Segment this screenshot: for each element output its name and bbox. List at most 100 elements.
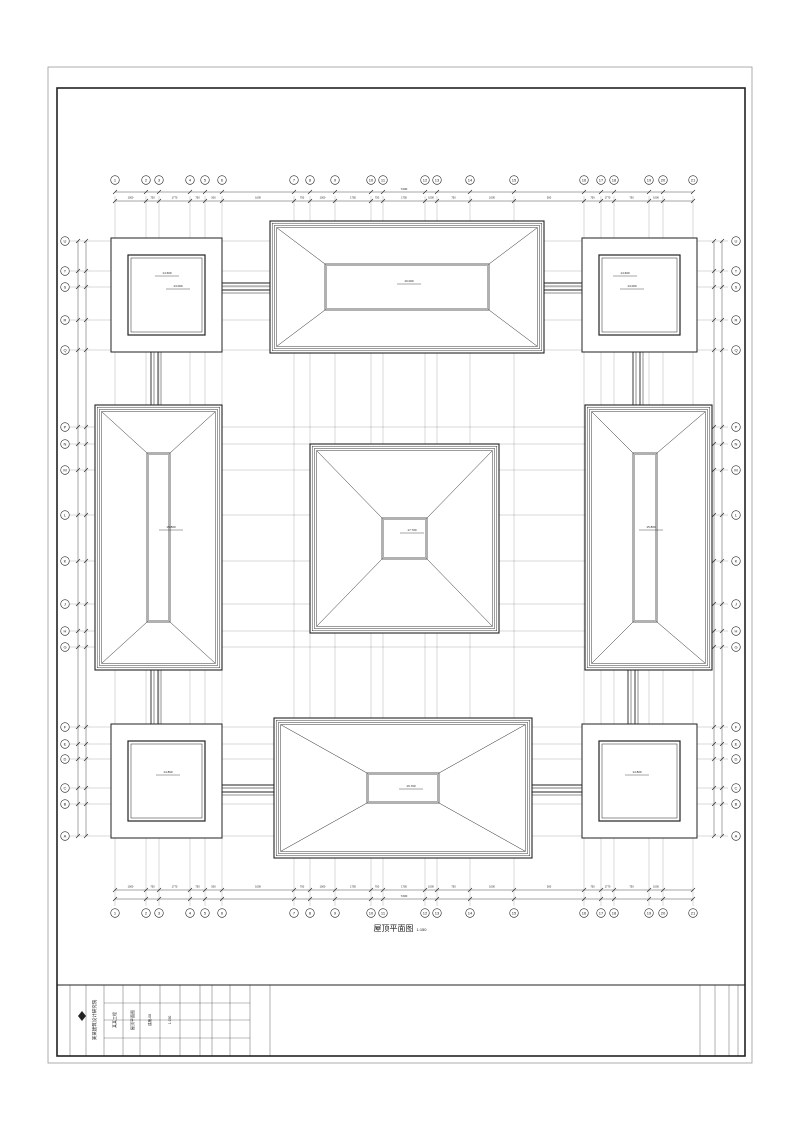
chain-dimension-top: 1000	[255, 196, 261, 200]
elevation-value: 13.000	[627, 284, 637, 288]
dimension-tick	[187, 887, 193, 893]
north-hall-eave	[269, 220, 545, 354]
dimension-tick	[719, 424, 725, 430]
title-project: 某某工程	[111, 1012, 117, 1028]
dimension-tick	[690, 198, 696, 204]
grid-bubble-col	[658, 175, 668, 185]
dimension-tick	[660, 887, 666, 893]
grid-bubble-row-label: M	[734, 467, 737, 472]
grid-bubble-row	[731, 783, 741, 793]
grid-bubble-col-label: 15	[512, 177, 517, 182]
dimension-tick	[719, 833, 725, 839]
grid-bubbles: 1122334455667788991010111112121313141415…	[60, 175, 741, 918]
dimension-tick	[711, 317, 717, 323]
grid-bubble-row-label: B	[64, 801, 67, 806]
dimension-tick	[156, 198, 162, 204]
dimension-tick	[75, 741, 81, 747]
dimension-tick	[711, 741, 717, 747]
dimension-tick	[143, 198, 149, 204]
dimension-tick	[611, 189, 617, 195]
grid-bubble-col	[509, 908, 519, 918]
pavilion-se-outer	[581, 723, 698, 839]
grid-bubble-row	[60, 439, 70, 449]
east-hall-hip-line	[591, 411, 634, 454]
elevation-value: 16.000	[404, 279, 414, 283]
dimension-tick	[467, 896, 473, 902]
pavilion-sw-parapet-inner	[130, 743, 203, 819]
dimension-tick	[711, 512, 717, 518]
dimension-tick	[83, 317, 89, 323]
grid-bubble-col	[305, 908, 315, 918]
pavilion-se	[581, 723, 698, 839]
grid-bubble-col-label: 7	[293, 910, 296, 915]
grid-bubble-col-label: 8	[309, 910, 312, 915]
grid-bubble-row	[60, 783, 70, 793]
grid-bubble-col-label: 1	[114, 177, 117, 182]
grid-bubble-col-label: 6	[221, 910, 224, 915]
dimension-tick	[719, 724, 725, 730]
overall-dimension-bottom: 7200	[401, 894, 408, 898]
grid-bubble-col	[154, 908, 164, 918]
grid-bubble-row	[731, 266, 741, 276]
grid-bubble-col-label: 11	[381, 910, 386, 915]
grid-bubble-col-label: 19	[647, 910, 652, 915]
grid-bubble-col	[378, 908, 388, 918]
south-hall-eave	[273, 717, 533, 859]
dimension-tick	[719, 785, 725, 791]
dimension-tick	[83, 628, 89, 634]
west-hall-eave	[94, 404, 223, 671]
elevation-value: 17.700	[407, 528, 417, 532]
dimension-tick	[75, 756, 81, 762]
dimension-tick	[187, 198, 193, 204]
elevation-value: 15.800	[166, 525, 176, 529]
chain-dimension-bottom: 500	[211, 885, 216, 889]
chain-dimension-top: 750	[150, 196, 155, 200]
dimension-tick	[646, 896, 652, 902]
dimension-tick	[581, 189, 587, 195]
grid-bubble-col	[688, 175, 698, 185]
chain-dimension-bottom: 750	[195, 885, 200, 889]
pavilion-nw-parapet	[127, 254, 206, 336]
grid-bubble-row-label: F	[735, 724, 738, 729]
grid-bubble-col-label: 2	[145, 910, 148, 915]
grid-bubble-col	[509, 175, 519, 185]
dimension-tick	[711, 441, 717, 447]
grid-bubble-col	[644, 175, 654, 185]
dimension-tick	[380, 198, 386, 204]
dimension-tick	[368, 896, 374, 902]
grid-bubble-col-label: 4	[189, 910, 192, 915]
grid-bubble-col	[609, 175, 619, 185]
dimension-tick	[75, 512, 81, 518]
grid-bubble-col	[141, 175, 151, 185]
dimension-tick	[83, 441, 89, 447]
grid-bubble-row	[60, 510, 70, 520]
chain-dimension-top: 1750	[401, 196, 407, 200]
grid-bubble-col-label: 18	[612, 910, 617, 915]
grid-bubble-row-label: U	[735, 238, 738, 243]
grid-bubble-row-label: H	[64, 628, 67, 633]
elevation-labels: 14.60013.00016.00014.60013.00015.80017.7…	[155, 271, 663, 790]
grid-bubble-row-label: R	[64, 317, 67, 322]
grid-bubble-col	[330, 908, 340, 918]
grid-bubble-row	[731, 282, 741, 292]
dimension-tick	[380, 189, 386, 195]
south-hall-eave-line	[278, 722, 528, 854]
grid-bubble-col-label: 21	[691, 177, 696, 182]
grid-bubble-col	[141, 908, 151, 918]
grid-bubble-col	[185, 175, 195, 185]
title-company: 某某建筑设计研究院	[91, 999, 98, 1040]
chain-dimension-bottom: 1000	[489, 885, 495, 889]
north-hall-ridge-box	[324, 263, 490, 311]
grid-bubble-col	[420, 175, 430, 185]
chain-dimension-bottom: 1750	[350, 885, 356, 889]
grid-bubble-row	[60, 345, 70, 355]
grid-bubble-row	[731, 626, 741, 636]
grid-bubble-row	[731, 799, 741, 809]
grid-bubble-row-label: D	[64, 756, 67, 761]
chain-dimension-bottom: 1750	[401, 885, 407, 889]
chain-dimension-bottom: 1000	[320, 885, 326, 889]
dimension-tick	[75, 347, 81, 353]
grid-bubble-row-label: G	[63, 644, 66, 649]
south-hall-hip-line	[280, 802, 368, 852]
